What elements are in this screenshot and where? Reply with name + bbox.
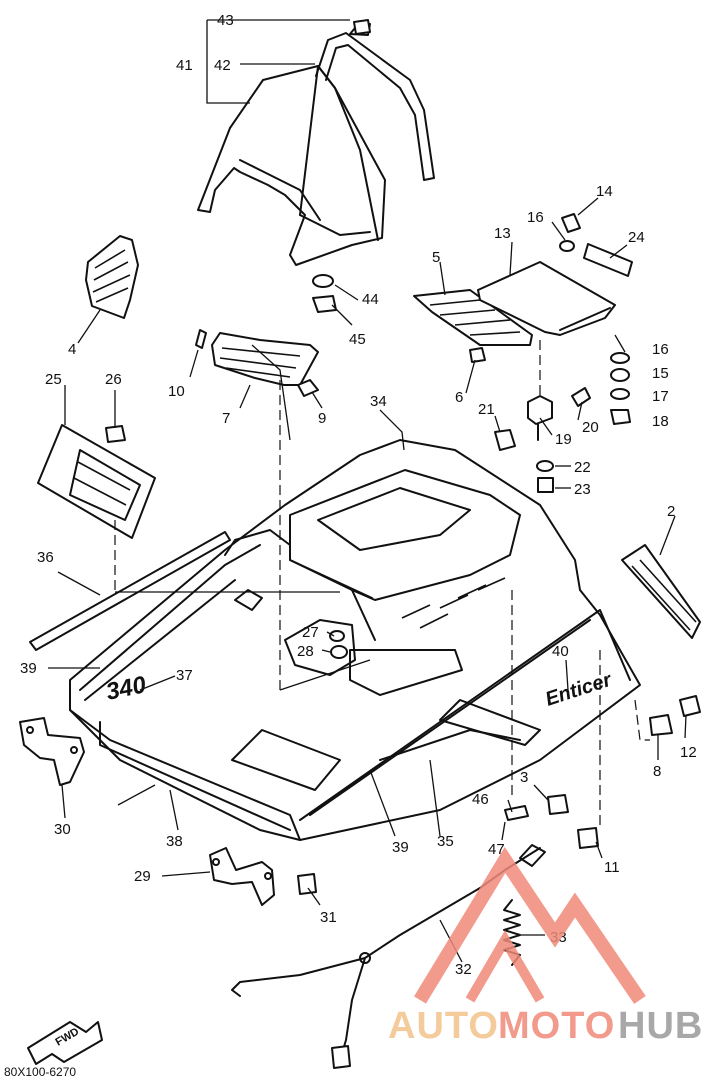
washer-17 <box>610 388 630 400</box>
label-11: 11 <box>604 859 620 876</box>
label-39: 39 <box>20 660 37 677</box>
center-vent <box>211 332 319 386</box>
label-17: 17 <box>652 388 669 405</box>
label-39b: 39 <box>392 839 409 856</box>
watermark-auto: AUTO <box>388 1005 499 1047</box>
label-13: 13 <box>494 225 511 242</box>
label-6: 6 <box>455 389 463 406</box>
grommet-8 <box>649 714 673 736</box>
clip-9 <box>297 379 319 397</box>
bracket-19 <box>527 395 553 441</box>
label-2: 2 <box>667 503 675 520</box>
washer-16 <box>610 352 630 364</box>
label-25: 25 <box>45 371 62 388</box>
bolt-20 <box>571 387 591 407</box>
label-37: 37 <box>176 667 193 684</box>
label-43: 43 <box>217 12 234 29</box>
label-38: 38 <box>166 833 183 850</box>
nut-18 <box>610 409 631 425</box>
grommet-45 <box>312 295 337 313</box>
label-28: 28 <box>297 643 314 660</box>
label-27: 27 <box>302 624 319 641</box>
label-16b: 16 <box>652 341 669 358</box>
label-5: 5 <box>432 249 440 266</box>
label-42: 42 <box>214 57 231 74</box>
hinge-29 <box>209 847 275 906</box>
side-vent-left <box>85 235 139 319</box>
lamp-14-16 <box>559 213 581 252</box>
windshield-trim <box>315 19 435 181</box>
label-30: 30 <box>54 821 71 838</box>
strip-36 <box>29 531 231 651</box>
dashed-guides <box>114 340 650 830</box>
console-panel-13 <box>477 261 616 336</box>
label-20: 20 <box>582 419 599 436</box>
part-labels: 43 41 42 14 16 13 24 5 4 44 45 16 15 17 … <box>20 12 697 978</box>
nut-21 <box>494 429 516 451</box>
hood <box>69 439 641 841</box>
washer-22 <box>536 460 554 472</box>
console-panel-5 <box>413 289 533 346</box>
watermark: AUTO MOTO HUB <box>388 846 703 1047</box>
nut-26 <box>105 425 126 443</box>
label-31: 31 <box>320 909 337 926</box>
label-16: 16 <box>527 209 544 226</box>
grommet-31 <box>297 873 317 895</box>
louver-25 <box>37 424 156 539</box>
label-34: 34 <box>370 393 387 410</box>
windshield <box>197 65 386 266</box>
label-40: 40 <box>552 643 569 660</box>
clip-10 <box>195 329 207 349</box>
label-35: 35 <box>437 833 454 850</box>
bolt-12 <box>679 695 701 717</box>
watermark-hub: HUB <box>618 1005 703 1047</box>
grommet-44 <box>312 274 334 288</box>
label-36: 36 <box>37 549 54 566</box>
fwd-arrow: FWD <box>27 1021 103 1065</box>
label-24: 24 <box>628 229 645 246</box>
washer-15 <box>610 368 630 382</box>
hinge-30 <box>19 717 85 786</box>
label-4: 4 <box>68 341 76 358</box>
label-29: 29 <box>134 868 151 885</box>
label-44: 44 <box>362 291 379 308</box>
watermark-moto: MOTO <box>498 1005 615 1047</box>
nut-3 <box>547 794 569 815</box>
clip-46 <box>504 805 529 821</box>
label-32: 32 <box>455 961 472 978</box>
label-41: 41 <box>176 57 193 74</box>
grommet-11 <box>577 827 599 849</box>
label-14: 14 <box>596 183 613 200</box>
label-22: 22 <box>574 459 591 476</box>
label-10: 10 <box>168 383 185 400</box>
label-19: 19 <box>555 431 572 448</box>
strip-24 <box>583 243 633 277</box>
drawing-code: 80X100-6270 <box>4 1065 76 1079</box>
clip-6 <box>469 347 486 363</box>
label-3: 3 <box>520 769 528 786</box>
label-26: 26 <box>105 371 122 388</box>
grille-2 <box>621 544 701 639</box>
label-46: 46 <box>472 791 489 808</box>
label-9: 9 <box>318 410 326 427</box>
label-12: 12 <box>680 744 697 761</box>
label-23: 23 <box>574 481 591 498</box>
nut-23 <box>537 477 554 493</box>
label-47: 47 <box>488 841 505 858</box>
label-7: 7 <box>222 410 230 427</box>
leader-lines <box>48 19 687 963</box>
label-45: 45 <box>349 331 366 348</box>
label-21: 21 <box>478 401 495 418</box>
label-18: 18 <box>652 413 669 430</box>
label-15: 15 <box>652 365 669 382</box>
label-8: 8 <box>653 763 661 780</box>
